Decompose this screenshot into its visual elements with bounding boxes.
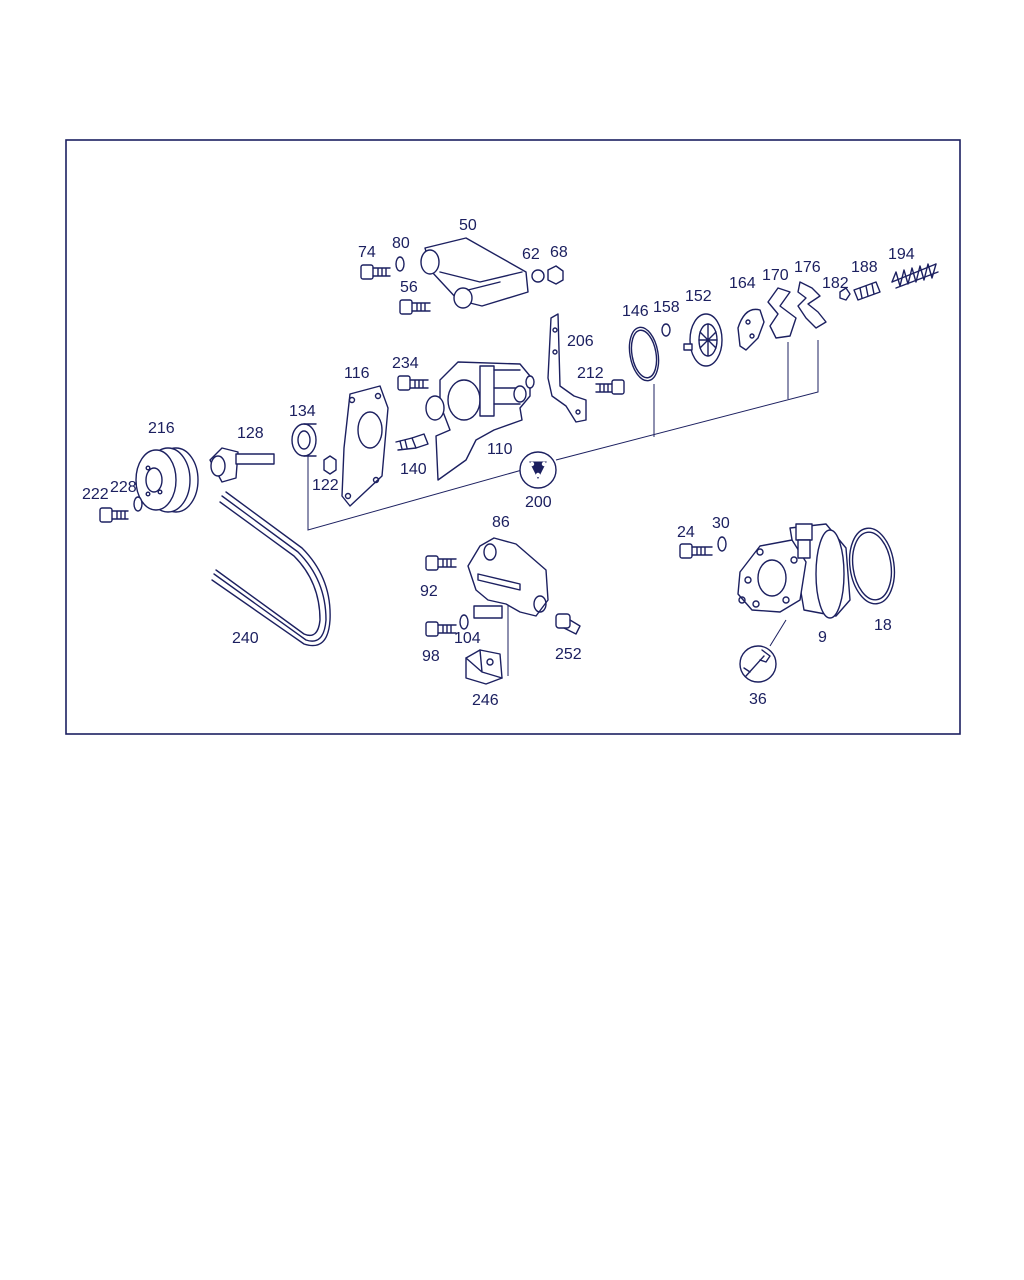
part-146-o-ring[interactable] <box>626 325 663 383</box>
label-24: 24 <box>677 524 695 541</box>
part-216-pulley[interactable] <box>135 447 199 513</box>
part-212-bolt[interactable] <box>595 379 625 395</box>
label-116: 116 <box>344 365 370 382</box>
label-104: 104 <box>454 630 481 647</box>
part-18-gasket[interactable] <box>845 525 899 606</box>
part-30-washer[interactable] <box>717 536 727 552</box>
label-98: 98 <box>422 648 440 665</box>
label-240: 240 <box>232 630 259 647</box>
part-68-nut[interactable] <box>547 265 564 285</box>
part-36-wrench-symbol <box>739 619 787 683</box>
label-176: 176 <box>794 259 821 276</box>
part-92-bolt[interactable] <box>425 555 457 571</box>
label-158: 158 <box>653 299 680 316</box>
leader-lines <box>307 340 819 676</box>
part-222-bolt[interactable] <box>99 507 129 523</box>
part-206-strap[interactable] <box>547 313 587 423</box>
part-240-belt[interactable] <box>211 491 331 647</box>
part-140-bolt[interactable] <box>395 433 429 451</box>
part-50-bracket[interactable] <box>420 237 529 309</box>
part-200-coupling[interactable] <box>519 451 557 489</box>
label-86: 86 <box>492 514 510 531</box>
part-62-washer[interactable] <box>531 269 545 283</box>
label-56: 56 <box>400 279 418 296</box>
label-170: 170 <box>762 267 789 284</box>
diagram-frame <box>65 139 961 735</box>
part-194-spring[interactable] <box>891 263 939 289</box>
label-18: 18 <box>874 617 892 634</box>
label-246: 246 <box>472 692 499 709</box>
part-228-washer[interactable] <box>133 496 143 512</box>
part-188-valve[interactable] <box>853 281 881 301</box>
label-30: 30 <box>712 515 730 532</box>
part-122-nut[interactable] <box>323 455 337 475</box>
label-62: 62 <box>522 246 540 263</box>
part-9-pump[interactable] <box>737 523 851 619</box>
part-246-block[interactable] <box>465 649 503 685</box>
label-188: 188 <box>851 259 878 276</box>
part-104-washer[interactable] <box>459 614 469 630</box>
label-9: 9 <box>818 629 827 646</box>
label-182: 182 <box>822 275 849 292</box>
label-50: 50 <box>459 217 477 234</box>
label-222: 222 <box>82 486 109 503</box>
label-234: 234 <box>392 355 419 372</box>
part-80-washer[interactable] <box>395 256 405 272</box>
label-146: 146 <box>622 303 649 320</box>
label-74: 74 <box>358 244 376 261</box>
label-122: 122 <box>312 477 339 494</box>
label-152: 152 <box>685 288 712 305</box>
part-74-bolt[interactable] <box>360 264 391 280</box>
part-128-hub[interactable] <box>209 447 275 483</box>
label-252: 252 <box>555 646 582 663</box>
part-152-rotor[interactable] <box>683 313 723 367</box>
part-164-cam-ring[interactable] <box>737 308 765 351</box>
part-170-plate[interactable] <box>767 287 797 339</box>
label-140: 140 <box>400 461 427 478</box>
part-116-gasket[interactable] <box>341 385 389 507</box>
label-68: 68 <box>550 244 568 261</box>
label-134: 134 <box>289 403 316 420</box>
part-176-plate[interactable] <box>797 281 827 329</box>
label-212: 212 <box>577 365 604 382</box>
label-92: 92 <box>420 583 438 600</box>
label-194: 194 <box>888 246 915 263</box>
label-216: 216 <box>148 420 175 437</box>
label-206: 206 <box>567 333 594 350</box>
part-24-bolt[interactable] <box>679 543 713 559</box>
part-labels: 50 74 80 62 68 56 206 146 158 152 164 17… <box>82 217 915 709</box>
part-234-bolt[interactable] <box>397 375 429 391</box>
label-228: 228 <box>110 479 137 496</box>
part-252-bolt[interactable] <box>555 613 581 635</box>
label-164: 164 <box>729 275 756 292</box>
label-110: 110 <box>487 441 513 458</box>
part-98-bolt[interactable] <box>425 621 457 637</box>
label-36: 36 <box>749 691 767 708</box>
part-110-pump-housing[interactable] <box>425 361 535 481</box>
part-56-bolt[interactable] <box>399 299 431 315</box>
label-200: 200 <box>525 494 552 511</box>
part-86-bracket[interactable] <box>467 537 549 619</box>
part-182-clip[interactable] <box>839 287 851 301</box>
label-128: 128 <box>237 425 264 442</box>
part-134-seal[interactable] <box>291 423 317 457</box>
part-158-ring[interactable] <box>661 323 671 337</box>
label-80: 80 <box>392 235 410 252</box>
